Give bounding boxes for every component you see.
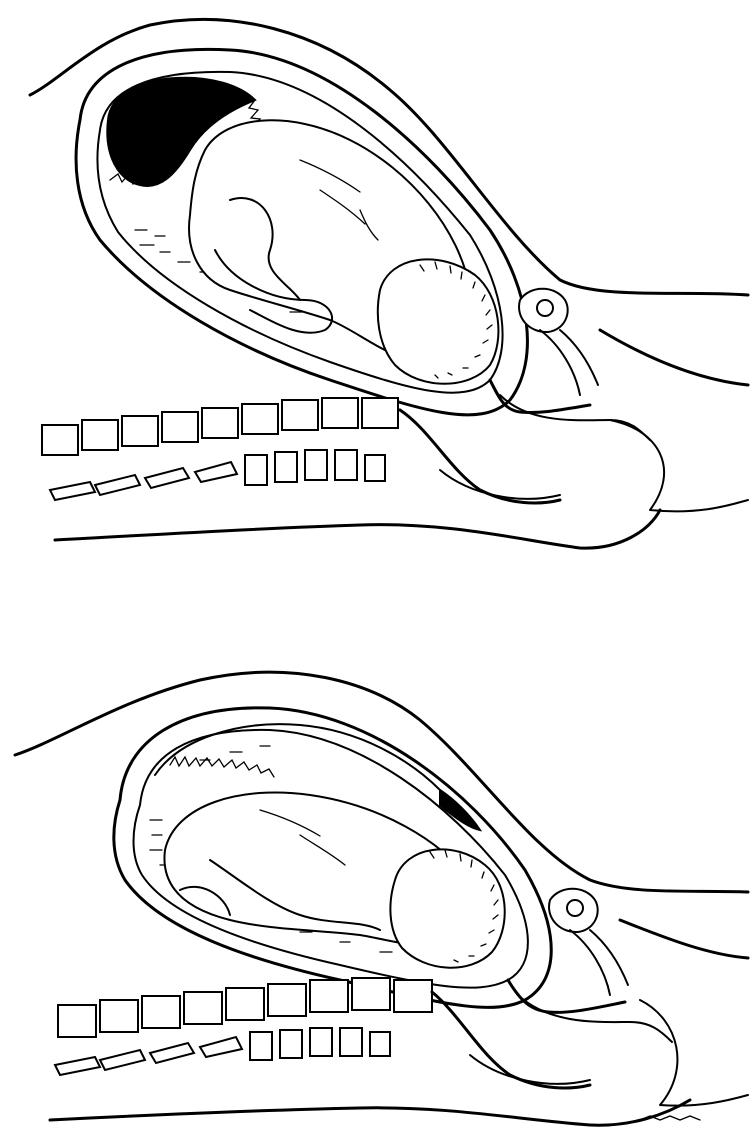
vertebra [122,416,158,446]
spinal-processes [50,450,385,500]
vaginal-canal [518,995,672,1042]
figure-bottom-drawing [0,560,751,1131]
vertebra [226,988,264,1020]
buttock-outline [610,420,748,511]
rectum [470,1055,590,1084]
vertebra [394,980,432,1012]
vertebra [268,984,306,1016]
thigh-outline [600,330,748,385]
spinal-process [150,1043,194,1063]
spinal-process [195,462,237,482]
spinal-process [305,450,327,480]
vertebra [242,404,278,434]
vertebra [282,400,318,430]
back-outline [55,510,660,548]
sacrum [400,410,560,503]
spinal-process [55,1057,100,1075]
buttock-outline [640,1000,748,1106]
vertebra [322,398,358,428]
spinal-processes [55,1028,390,1075]
spinal-process [275,452,297,482]
vertebra [162,412,198,442]
vertebra [362,398,398,428]
vertebra [142,996,180,1028]
vertebra [42,425,78,455]
back-outline [50,1100,690,1125]
rectum [440,470,560,499]
spinal-process [50,482,95,500]
vertebra [82,420,118,450]
spinal-process [365,455,385,481]
vertebra [202,408,238,438]
vertebra [184,992,222,1024]
spinal-process [145,468,189,488]
spinal-process [370,1032,390,1056]
fetus-head [390,849,504,967]
spinal-process [95,475,140,495]
figure-top-drawing [0,0,751,560]
spinal-process [245,455,267,485]
bladder [549,889,598,932]
vertebra [310,980,348,1012]
spinal-process [250,1032,272,1060]
figure-bottom [0,560,751,1131]
spine-vertebrae [58,978,432,1037]
spinal-process [310,1028,332,1056]
vertebra [352,978,390,1010]
vertebra [100,1000,138,1032]
figure-top [0,0,751,560]
vaginal-canal [500,395,650,440]
spinal-process [340,1028,362,1056]
vertebra [58,1005,96,1037]
pubic-symphysis [570,930,628,995]
spinal-process [280,1030,302,1058]
spine-vertebrae [42,398,398,455]
spinal-process [100,1050,145,1070]
spinal-process [335,450,357,480]
spinal-process [200,1037,242,1057]
pubic-symphysis [540,330,598,395]
thigh-outline [620,920,748,958]
